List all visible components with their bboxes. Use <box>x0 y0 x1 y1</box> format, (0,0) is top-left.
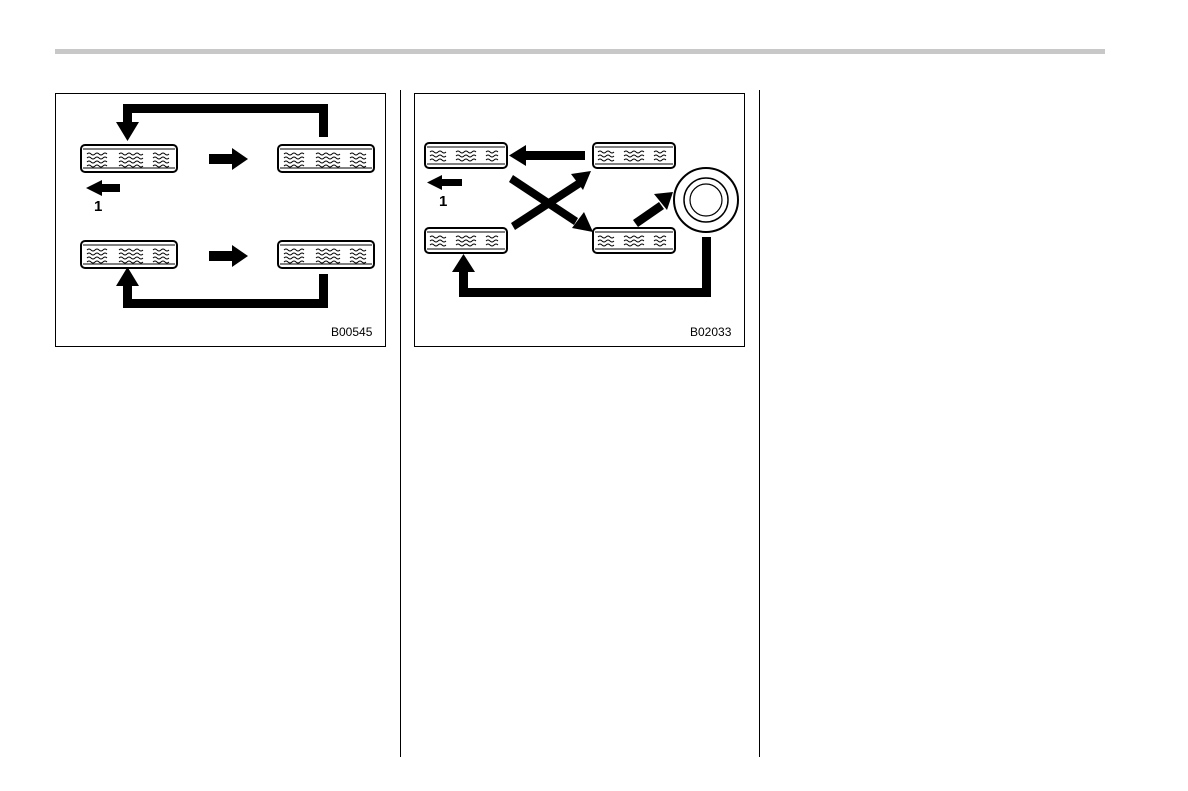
tire-icon-rear-right <box>278 241 374 268</box>
callout-label-1: 1 <box>94 198 102 215</box>
tire-rotation-diagram-2 <box>415 94 744 346</box>
column-divider-left <box>400 90 401 757</box>
arrow-spare-to-rear <box>633 192 673 227</box>
figure-code: B00545 <box>331 325 372 339</box>
tire-icon-rear-right <box>593 228 675 253</box>
forward-direction-arrow <box>427 175 462 190</box>
callout-label-1: 1 <box>439 193 447 210</box>
tire-icon-rear-left <box>81 241 177 268</box>
tire-icon-front-right <box>593 143 675 168</box>
arrow-right-bottom <box>209 245 248 267</box>
tire-rotation-diagram-1 <box>56 94 385 346</box>
header-rule <box>55 49 1105 54</box>
arrow-right-top <box>209 148 248 170</box>
figure-2: 1 B02033 <box>414 93 745 347</box>
forward-direction-arrow <box>86 180 120 196</box>
figure-1: 1 B00545 <box>55 93 386 347</box>
figure-code: B02033 <box>690 325 731 339</box>
tire-icon-front-right <box>278 145 374 172</box>
arrow-loop-top <box>116 104 328 141</box>
tire-icon-rear-left <box>425 228 507 253</box>
spare-tire-icon <box>674 168 738 232</box>
column-divider-right <box>759 90 760 757</box>
tire-icon-front-left <box>425 143 507 168</box>
arrow-loop-bottom <box>116 267 328 308</box>
tire-icon-front-left <box>81 145 177 172</box>
arrow-left-top <box>509 145 585 166</box>
